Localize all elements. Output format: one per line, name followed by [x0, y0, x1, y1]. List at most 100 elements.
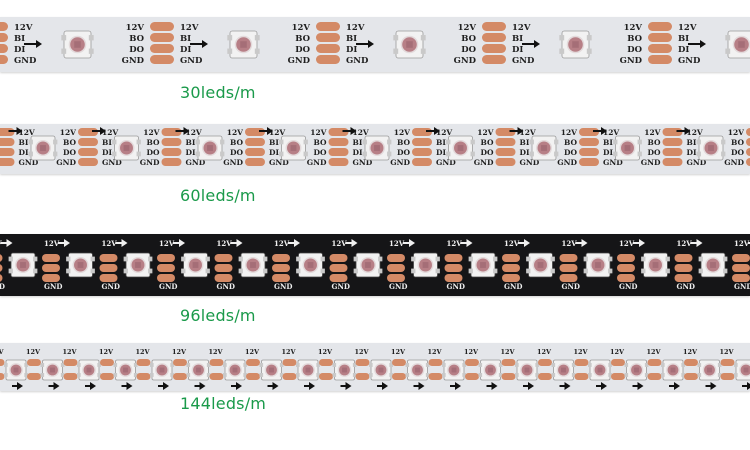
copper-pad — [746, 128, 750, 136]
pin-label: 12V — [391, 348, 406, 356]
pin-label: GND — [269, 158, 289, 167]
pin-label: 12V — [217, 239, 233, 248]
copper-pad — [136, 359, 151, 366]
pin-label: 12V — [574, 348, 589, 356]
pin-label: GND — [353, 158, 373, 167]
copper-pad — [42, 254, 60, 262]
pin-label: 12V — [537, 348, 552, 356]
arrow-right-icon — [460, 239, 473, 247]
led-segment: 12V — [661, 348, 698, 390]
led-segment: 12V — [186, 348, 224, 390]
pin-label: BO — [63, 138, 76, 147]
copper-pad — [648, 55, 672, 64]
arrow-right-icon — [690, 239, 703, 247]
copper-pad — [495, 158, 516, 166]
arrow-right-icon — [58, 239, 70, 247]
copper-pad — [732, 274, 750, 282]
pin-label: DO — [397, 148, 411, 157]
copper-pad — [0, 264, 3, 272]
copper-pad — [538, 359, 552, 366]
arrow-right-icon — [593, 127, 607, 135]
pin-label: BO — [129, 34, 144, 44]
copper-pad — [272, 274, 290, 282]
pin-label: 12V — [728, 128, 744, 137]
pin-label: DI — [512, 45, 523, 55]
copper-pad — [0, 44, 8, 53]
arrow-right-icon — [231, 382, 242, 390]
copper-pad — [173, 373, 187, 380]
copper-pad — [99, 254, 118, 262]
arrow-right-icon — [12, 382, 23, 390]
copper-pad — [501, 373, 516, 380]
pin-label: DI — [346, 45, 357, 55]
copper-pad — [648, 44, 672, 53]
pin-label: BI — [14, 34, 25, 44]
arrow-right-icon — [509, 127, 524, 135]
led-segment: 12V — [77, 348, 114, 390]
copper-pad — [746, 148, 750, 156]
pin-label: DO — [480, 148, 494, 157]
copper-pad — [355, 359, 370, 366]
led-segment: 12V — [624, 348, 662, 390]
copper-pad — [78, 158, 98, 166]
copper-pad — [246, 373, 260, 380]
pin-label: DI — [180, 45, 191, 55]
pin-label: BI — [180, 34, 191, 44]
pin-label: 12V — [99, 348, 114, 356]
pin-label: BI — [186, 138, 196, 147]
led-chip-icon — [112, 135, 141, 161]
arrow-right-icon — [403, 239, 415, 247]
led-chip-icon — [526, 252, 555, 278]
copper-pad — [720, 373, 735, 380]
pin-label: GND — [223, 158, 243, 167]
led-strip-30: 12VBODOGND12VBIDIGND12VBODOGND12VBIDIGND… — [0, 17, 750, 72]
pin-label: DO — [461, 45, 476, 55]
pin-label: 12V — [126, 23, 145, 33]
pin-label: 12V — [172, 348, 187, 356]
led-strip-60-graphic: 12VBODOGND12VBIDIGND12VBODOGND12VBIDIGND… — [0, 124, 750, 174]
pin-label: GND — [102, 282, 120, 291]
led-segment: 12V — [478, 348, 516, 390]
pin-label: 12V — [102, 239, 118, 248]
copper-pad — [0, 274, 3, 282]
arrow-right-icon — [190, 40, 208, 48]
copper-pad — [412, 158, 432, 166]
pin-label: 12V — [520, 128, 536, 137]
led-segment: 12V — [369, 348, 406, 390]
pin-label: GND — [389, 282, 407, 291]
copper-pad — [42, 274, 60, 282]
pin-label: DO — [313, 148, 327, 157]
pin-label: 12V — [209, 348, 224, 356]
copper-pad — [502, 264, 520, 272]
led-chip-icon — [411, 252, 440, 278]
pin-label: 12V — [501, 348, 516, 356]
pin-label: BO — [647, 138, 660, 147]
pin-label: 12V — [683, 348, 698, 356]
pin-label: DO — [129, 45, 144, 55]
copper-pad — [617, 254, 635, 262]
pin-label: GND — [186, 158, 206, 167]
led-chip-icon — [223, 359, 247, 381]
arrow-right-icon — [705, 382, 717, 390]
pin-label: GND — [180, 56, 203, 66]
led-chip-icon — [641, 252, 670, 278]
copper-pad — [684, 359, 698, 366]
copper-pad — [495, 138, 516, 146]
copper-pad — [647, 373, 662, 380]
pin-label: DI — [520, 148, 531, 157]
copper-pad — [559, 264, 578, 272]
copper-pad — [412, 138, 432, 146]
copper-pad — [209, 359, 224, 366]
copper-pad — [99, 264, 118, 272]
copper-pad — [161, 158, 182, 166]
arrow-right-icon — [340, 382, 352, 390]
pin-label: 12V — [14, 23, 33, 33]
led-chip-icon — [66, 252, 95, 278]
led-strip-96-graphic: 12VGND12VGND12VGND12VGND12VGND12VGND12VG… — [0, 234, 750, 296]
led-chip-icon — [588, 359, 612, 381]
copper-pad — [214, 274, 233, 282]
